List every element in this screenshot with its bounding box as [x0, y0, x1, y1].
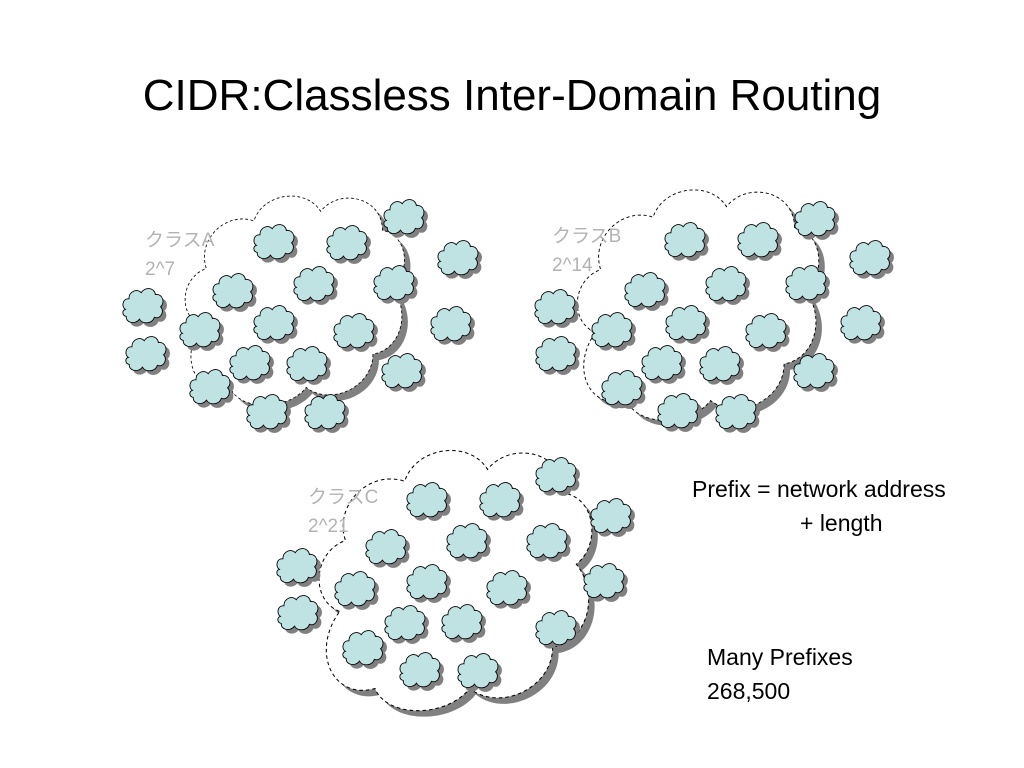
- prefix-cloud-shape: [381, 352, 423, 389]
- prefix-cloud-shape: [535, 335, 577, 372]
- group-size-a: 2^7: [145, 259, 176, 280]
- prefix-cloud: [590, 497, 635, 537]
- prefix-cloud-shape: [125, 335, 167, 372]
- prefix-cloud-shape: [840, 304, 882, 341]
- prefix-cloud-shape: [383, 198, 425, 235]
- prefix-count: Many Prefixes 268,500: [707, 640, 853, 708]
- prefix-count-line1: Many Prefixes: [707, 644, 853, 670]
- prefix-definition-line1: Prefix = network address: [692, 476, 946, 502]
- prefix-cloud: [276, 547, 321, 587]
- group-name-b: クラスB: [552, 226, 622, 247]
- prefix-cloud: [383, 198, 428, 238]
- prefix-cloud: [125, 335, 170, 375]
- slide-title: CIDR:Classless Inter-Domain Routing: [142, 71, 882, 120]
- prefix-cloud: [437, 239, 482, 279]
- prefix-cloud-shape: [277, 594, 319, 631]
- prefix-cloud-shape: [590, 497, 632, 534]
- prefix-definition: Prefix = network address + length: [692, 472, 946, 540]
- prefix-cloud: [430, 305, 475, 345]
- prefix-definition-line2: + length: [800, 510, 883, 536]
- prefix-cloud: [583, 562, 628, 602]
- group-name-c: クラスC: [308, 487, 379, 508]
- prefix-cloud: [794, 200, 839, 240]
- prefix-cloud-shape: [276, 547, 318, 584]
- prefix-cloud: [535, 335, 580, 375]
- group-size-b: 2^14: [552, 255, 593, 276]
- prefix-cloud: [381, 352, 426, 392]
- prefix-cloud-shape: [430, 305, 472, 342]
- group-label-b: クラスB 2^14: [552, 222, 621, 280]
- prefix-cloud-shape: [437, 239, 479, 276]
- prefix-cloud-shape: [534, 288, 576, 325]
- group-name-a: クラスA: [145, 230, 215, 251]
- prefix-cloud-shape: [583, 562, 625, 599]
- prefix-cloud: [122, 287, 167, 327]
- prefix-cloud-shape: [122, 287, 164, 324]
- group-size-c: 2^21: [308, 516, 349, 537]
- prefix-cloud-shape: [794, 200, 836, 237]
- prefix-cloud: [277, 594, 322, 634]
- prefix-cloud-shape: [849, 239, 891, 276]
- group-label-c: クラスC 2^21: [308, 483, 378, 541]
- group-label-a: クラスA 2^7: [145, 226, 214, 284]
- prefix-cloud: [840, 304, 885, 344]
- prefix-cloud: [849, 239, 894, 279]
- prefix-cloud: [534, 288, 579, 328]
- prefix-count-line2: 268,500: [707, 678, 791, 704]
